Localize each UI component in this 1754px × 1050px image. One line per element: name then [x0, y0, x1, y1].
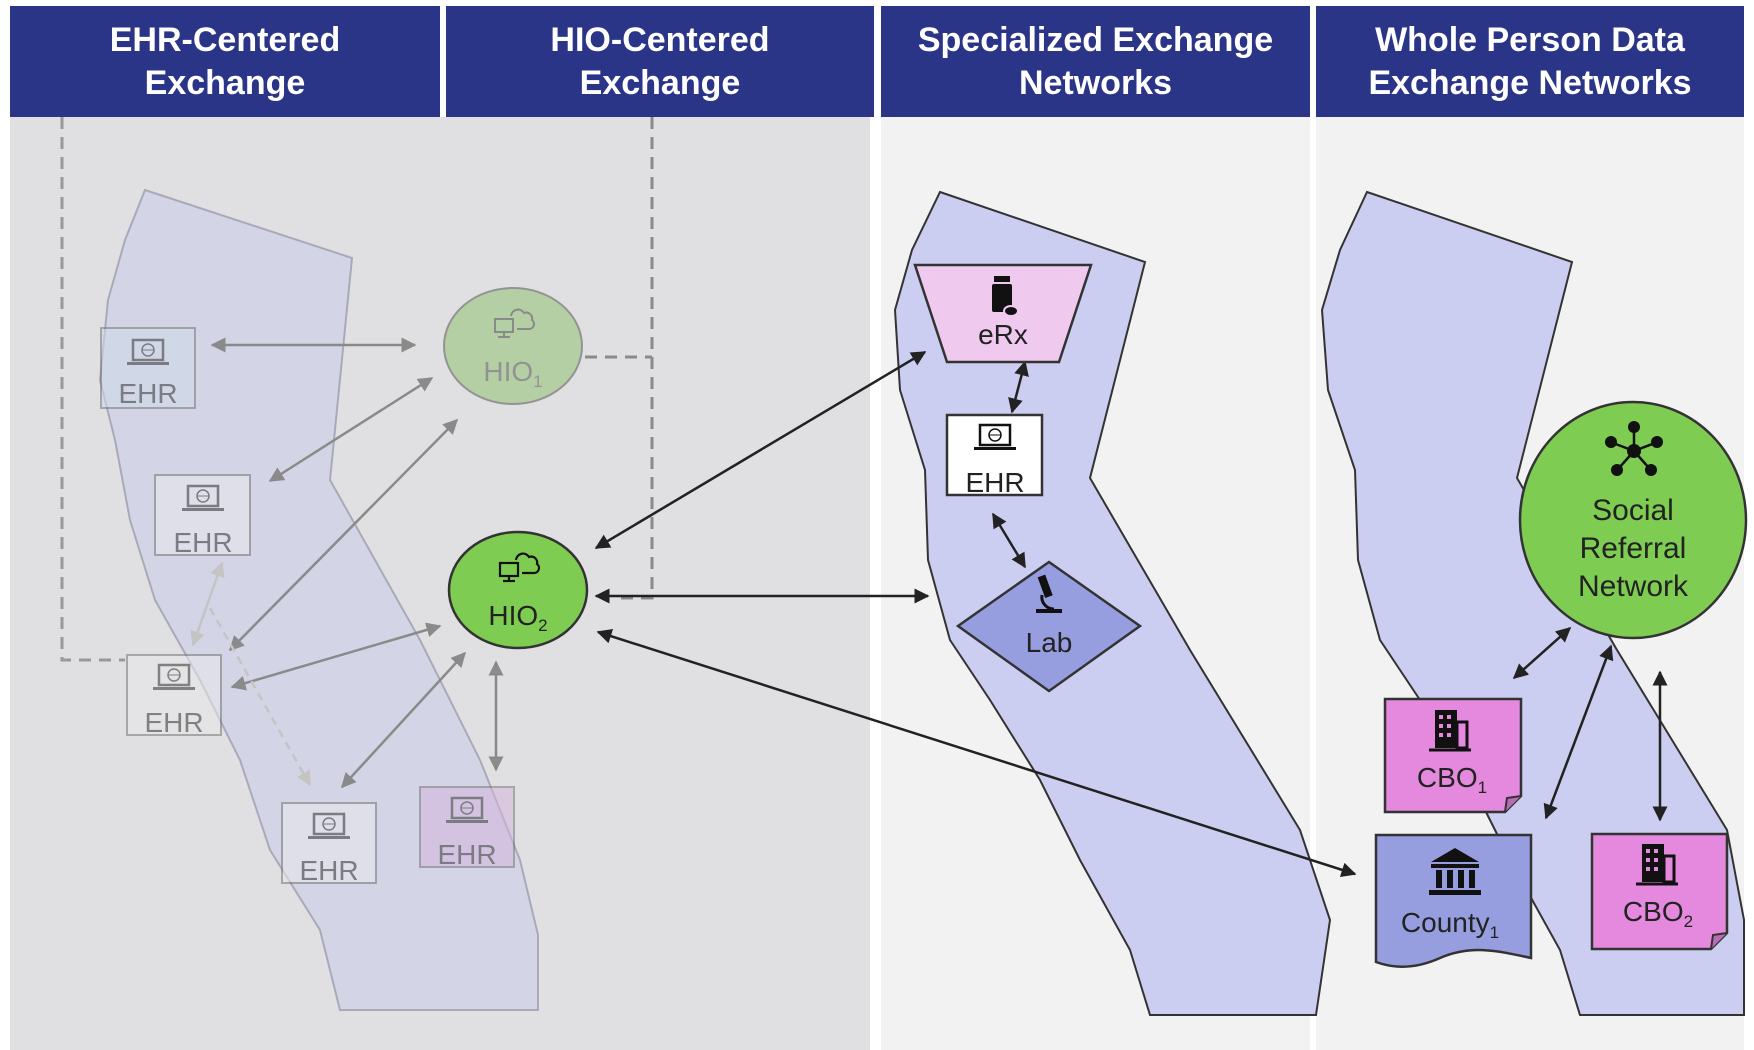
header-whole-person-line1: Whole Person Data [1375, 20, 1685, 59]
county1-label: County1 [1401, 907, 1499, 942]
header-specialized-line1: Specialized Exchange [917, 20, 1274, 59]
county1-label-text: County [1401, 907, 1490, 938]
hio1-subscript: 1 [533, 372, 542, 391]
header-hio-centered-line2: Exchange [579, 63, 741, 102]
laptop-globe-icon [153, 663, 195, 690]
laptop-globe-icon [446, 796, 488, 823]
office-building-icon [1429, 710, 1471, 752]
arrow-ehr2-ehr3-light [190, 561, 225, 647]
hio1-label-text: HIO [483, 356, 533, 387]
government-building-icon [1429, 848, 1481, 895]
specialized-ehr-label: EHR [965, 467, 1024, 498]
laptop-globe-icon [308, 812, 350, 839]
ehr-node-4[interactable]: EHR [281, 802, 377, 886]
county1-node[interactable]: County1 [1374, 833, 1533, 968]
ehr-node-5[interactable]: EHR [419, 786, 515, 870]
cbo2-node[interactable]: CBO2 [1590, 832, 1729, 951]
pill-bottle-icon [992, 276, 1019, 317]
social-label-line3: Network [1578, 570, 1689, 603]
hio2-node[interactable]: HIO2 [447, 530, 589, 650]
dashed-boundary-left [60, 117, 125, 662]
hio2-label-text: HIO [488, 600, 538, 631]
cbo1-label-text: CBO [1417, 762, 1478, 793]
header-whole-person-line2: Exchange Networks [1368, 63, 1692, 102]
arrow-ehr3-hio1 [228, 418, 459, 652]
header-ehr-centered-line1: EHR-Centered [109, 20, 341, 59]
network-people-icon [1605, 421, 1663, 476]
arrow-hio2-erx[interactable] [594, 350, 927, 550]
cbo2-subscript: 2 [1684, 912, 1693, 931]
ehr-node-4-label: EHR [299, 855, 358, 886]
ehr-node-1[interactable]: EHR [100, 327, 196, 409]
cbo1-subscript: 1 [1478, 778, 1487, 797]
social-label-line2: Referral [1580, 532, 1687, 565]
arrow-ehr4-hio2 [340, 651, 467, 789]
arrow-ehr3-ehr4-dashed [208, 607, 312, 787]
social-label-line1: Social [1592, 494, 1674, 527]
cloud-computer-icon [498, 552, 541, 583]
header-ehr-centered-line2: Exchange [144, 63, 306, 102]
lab-label: Lab [1026, 627, 1073, 658]
laptop-globe-icon [182, 484, 224, 511]
arrow-hio2-county[interactable] [596, 628, 1357, 878]
header-specialized-line2: Networks [1018, 63, 1173, 102]
county1-subscript: 1 [1490, 923, 1499, 942]
microscope-icon [1036, 574, 1062, 613]
ehr-node-2-label: EHR [173, 527, 232, 558]
arrow-ehr-lab[interactable] [991, 512, 1027, 569]
lab-node[interactable]: Lab [955, 560, 1143, 693]
cbo2-label: CBO2 [1623, 896, 1693, 931]
header-hio-centered-line1: HIO-Centered [550, 20, 770, 59]
erx-label: eRx [978, 319, 1028, 350]
ehr-node-1-label: EHR [118, 378, 177, 409]
laptop-globe-icon [974, 423, 1016, 450]
erx-node[interactable]: eRx [913, 263, 1093, 364]
arrow-social-cbo1[interactable] [1512, 627, 1572, 679]
arrow-ehr3-hio2 [230, 622, 442, 691]
cbo1-label: CBO1 [1417, 762, 1487, 797]
hio1-label: HIO1 [483, 356, 542, 391]
cloud-computer-icon [494, 308, 535, 338]
arrow-erx-ehr[interactable] [1008, 360, 1029, 414]
social-referral-network-node[interactable]: Social Referral Network [1518, 400, 1748, 640]
office-building-icon [1636, 844, 1678, 886]
arrow-social-county[interactable] [1543, 644, 1614, 820]
ehr-node-5-label: EHR [437, 839, 496, 870]
cbo1-node[interactable]: CBO1 [1383, 697, 1523, 814]
hio1-node[interactable]: HIO1 [443, 287, 583, 405]
hio2-subscript: 2 [538, 616, 547, 635]
cbo2-label-text: CBO [1623, 896, 1684, 927]
laptop-globe-icon [127, 338, 169, 365]
ehr-node-3[interactable]: EHR [126, 654, 222, 738]
hio2-label: HIO2 [488, 600, 547, 635]
ehr-node-3-label: EHR [144, 707, 203, 738]
specialized-ehr-node[interactable]: EHR [945, 413, 1044, 498]
ehr-node-2[interactable]: EHR [154, 474, 251, 558]
